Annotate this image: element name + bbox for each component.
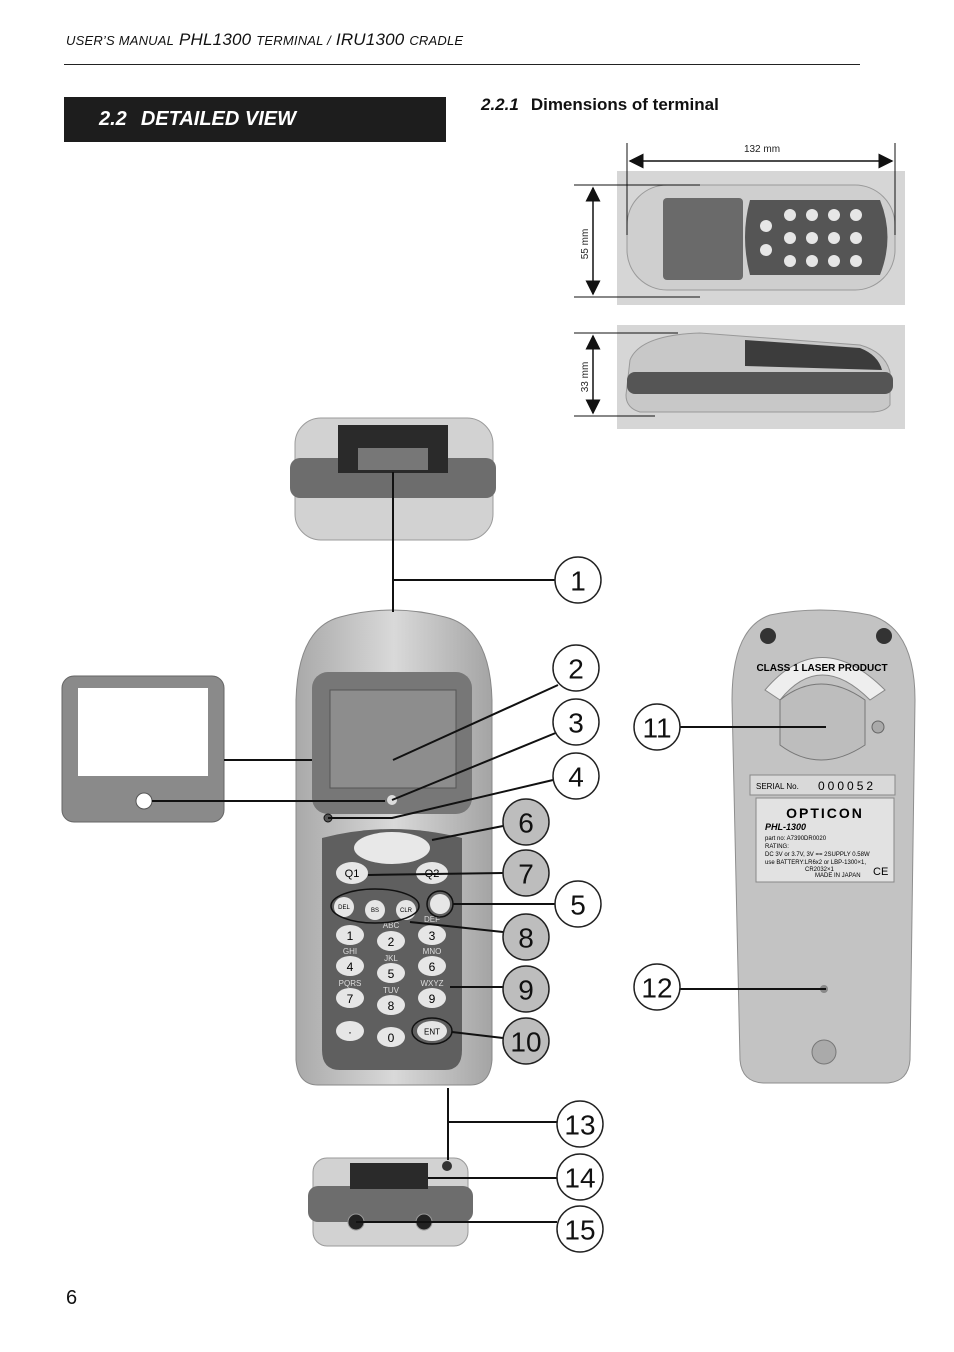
callout-9: 9 xyxy=(502,965,550,1013)
key-4-label: 4 xyxy=(347,960,354,974)
callout-15: 15 xyxy=(556,1205,604,1253)
svg-text:5: 5 xyxy=(570,890,586,921)
svg-text:14: 14 xyxy=(564,1163,595,1194)
callout-13: 13 xyxy=(556,1100,604,1148)
key-ent-label: ENT xyxy=(424,1028,440,1037)
header-rule xyxy=(64,64,860,65)
key-bs-label: BS xyxy=(371,908,379,914)
bottom-connector-photo xyxy=(308,1157,473,1247)
terminal-top-view-photo xyxy=(617,171,905,305)
key-1-label: 1 xyxy=(347,929,354,943)
dim-length-label: 132 mm xyxy=(744,144,780,155)
header-text-cradle: cradle xyxy=(409,33,464,48)
display-window-photo xyxy=(61,675,225,823)
back-rating: RATING: xyxy=(765,844,789,850)
svg-text:2: 2 xyxy=(568,654,584,685)
key-0-label: 0 xyxy=(388,1031,395,1045)
key-3-label: 3 xyxy=(429,929,436,943)
subsection-number: 2.2.1 xyxy=(481,95,519,114)
callout-1: 1 xyxy=(554,556,602,604)
svg-text:8: 8 xyxy=(518,923,534,954)
running-header: User’s manual PHL1300 terminal / IRU1300… xyxy=(66,30,463,50)
key-dot-label: · xyxy=(348,1025,352,1039)
subsection-title: Dimensions of terminal xyxy=(530,95,719,114)
callout-3: 3 xyxy=(552,698,600,746)
header-model: PHL1300 xyxy=(179,30,252,49)
key-5-letters: JKL xyxy=(384,954,398,963)
key-8-letters: TUV xyxy=(383,986,400,995)
terminal-front-photo: Q1 Q2 DEL BS CLR 1 2 3 4 5 6 7 8 9 · 0 E… xyxy=(295,609,493,1086)
callout-14: 14 xyxy=(556,1153,604,1201)
back-ce-mark: CE xyxy=(873,866,888,878)
key-6-label: 6 xyxy=(429,960,436,974)
key-4-letters: GHI xyxy=(343,947,357,956)
back-serial-label: SERIAL No. xyxy=(756,782,799,791)
dim-height-label: 33 mm xyxy=(580,362,591,393)
callout-8: 8 xyxy=(502,913,550,961)
back-model: PHL-1300 xyxy=(765,822,806,832)
key-8-label: 8 xyxy=(388,999,395,1013)
callout-6: 6 xyxy=(502,798,550,846)
svg-text:6: 6 xyxy=(518,808,534,839)
callout-5: 5 xyxy=(554,880,602,928)
back-battery: use BATTERY:LR6x2 or LBP-1300×1, xyxy=(765,860,866,866)
svg-text:7: 7 xyxy=(518,859,534,890)
key-5-label: 5 xyxy=(388,967,395,981)
key-9-label: 9 xyxy=(429,992,436,1006)
key-2-letters: ABC xyxy=(383,921,400,930)
callout-2: 2 xyxy=(552,644,600,692)
key-7-letters: PQRS xyxy=(339,979,362,988)
callout-11: 11 xyxy=(633,703,681,751)
svg-text:9: 9 xyxy=(518,975,534,1006)
svg-text:13: 13 xyxy=(564,1110,595,1141)
back-power: DC 3V or 3.7V, 3V == 2SUPPLY 0.58W xyxy=(765,852,870,858)
back-part-no: part no: A7390DR0020 xyxy=(765,836,827,842)
callout-4: 4 xyxy=(552,752,600,800)
key-9-letters: WXYZ xyxy=(420,979,443,988)
key-del-label: DEL xyxy=(338,905,350,911)
leader-lines xyxy=(152,472,826,1223)
section-number: 2.2 xyxy=(99,108,127,130)
terminal-side-view-photo xyxy=(617,325,905,429)
svg-text:1: 1 xyxy=(570,566,586,597)
svg-text:12: 12 xyxy=(641,973,672,1004)
section-title: DETAILED VIEW xyxy=(140,108,296,130)
header-text-terminal: terminal / xyxy=(256,33,331,48)
terminal-back-photo: CLASS 1 LASER PRODUCT SERIAL No. 000052 … xyxy=(731,609,916,1084)
back-serial-value: 000052 xyxy=(818,779,876,793)
svg-text:4: 4 xyxy=(568,762,584,793)
callout-12: 12 xyxy=(633,963,681,1011)
key-6-letters: MNO xyxy=(423,947,442,956)
back-class-laser-label: CLASS 1 LASER PRODUCT xyxy=(756,663,887,674)
back-cell: CR2032×1 xyxy=(805,867,835,873)
svg-text:11: 11 xyxy=(642,713,671,744)
key-7-label: 7 xyxy=(347,992,354,1006)
svg-text:3: 3 xyxy=(568,708,584,739)
key-3-letters: DEF xyxy=(424,915,440,924)
back-brand: OPTICON xyxy=(786,805,864,821)
header-text-users-manual: User’s manual xyxy=(66,33,175,48)
header-cradle-model: IRU1300 xyxy=(335,30,405,49)
subsection-heading: 2.2.1 Dimensions of terminal xyxy=(481,95,719,115)
key-q1-label: Q1 xyxy=(345,868,360,880)
svg-text:15: 15 xyxy=(564,1215,595,1246)
dim-width-label: 55 mm xyxy=(580,229,591,260)
page-number: 6 xyxy=(66,1287,78,1309)
key-2-label: 2 xyxy=(388,935,395,949)
back-made-in: MADE IN JAPAN xyxy=(815,873,861,879)
svg-text:10: 10 xyxy=(510,1027,541,1058)
key-clr-label: CLR xyxy=(400,908,413,914)
callout-7: 7 xyxy=(502,849,550,897)
callout-10: 10 xyxy=(502,1017,550,1065)
section-heading: 2.2 DETAILED VIEW xyxy=(64,97,446,142)
